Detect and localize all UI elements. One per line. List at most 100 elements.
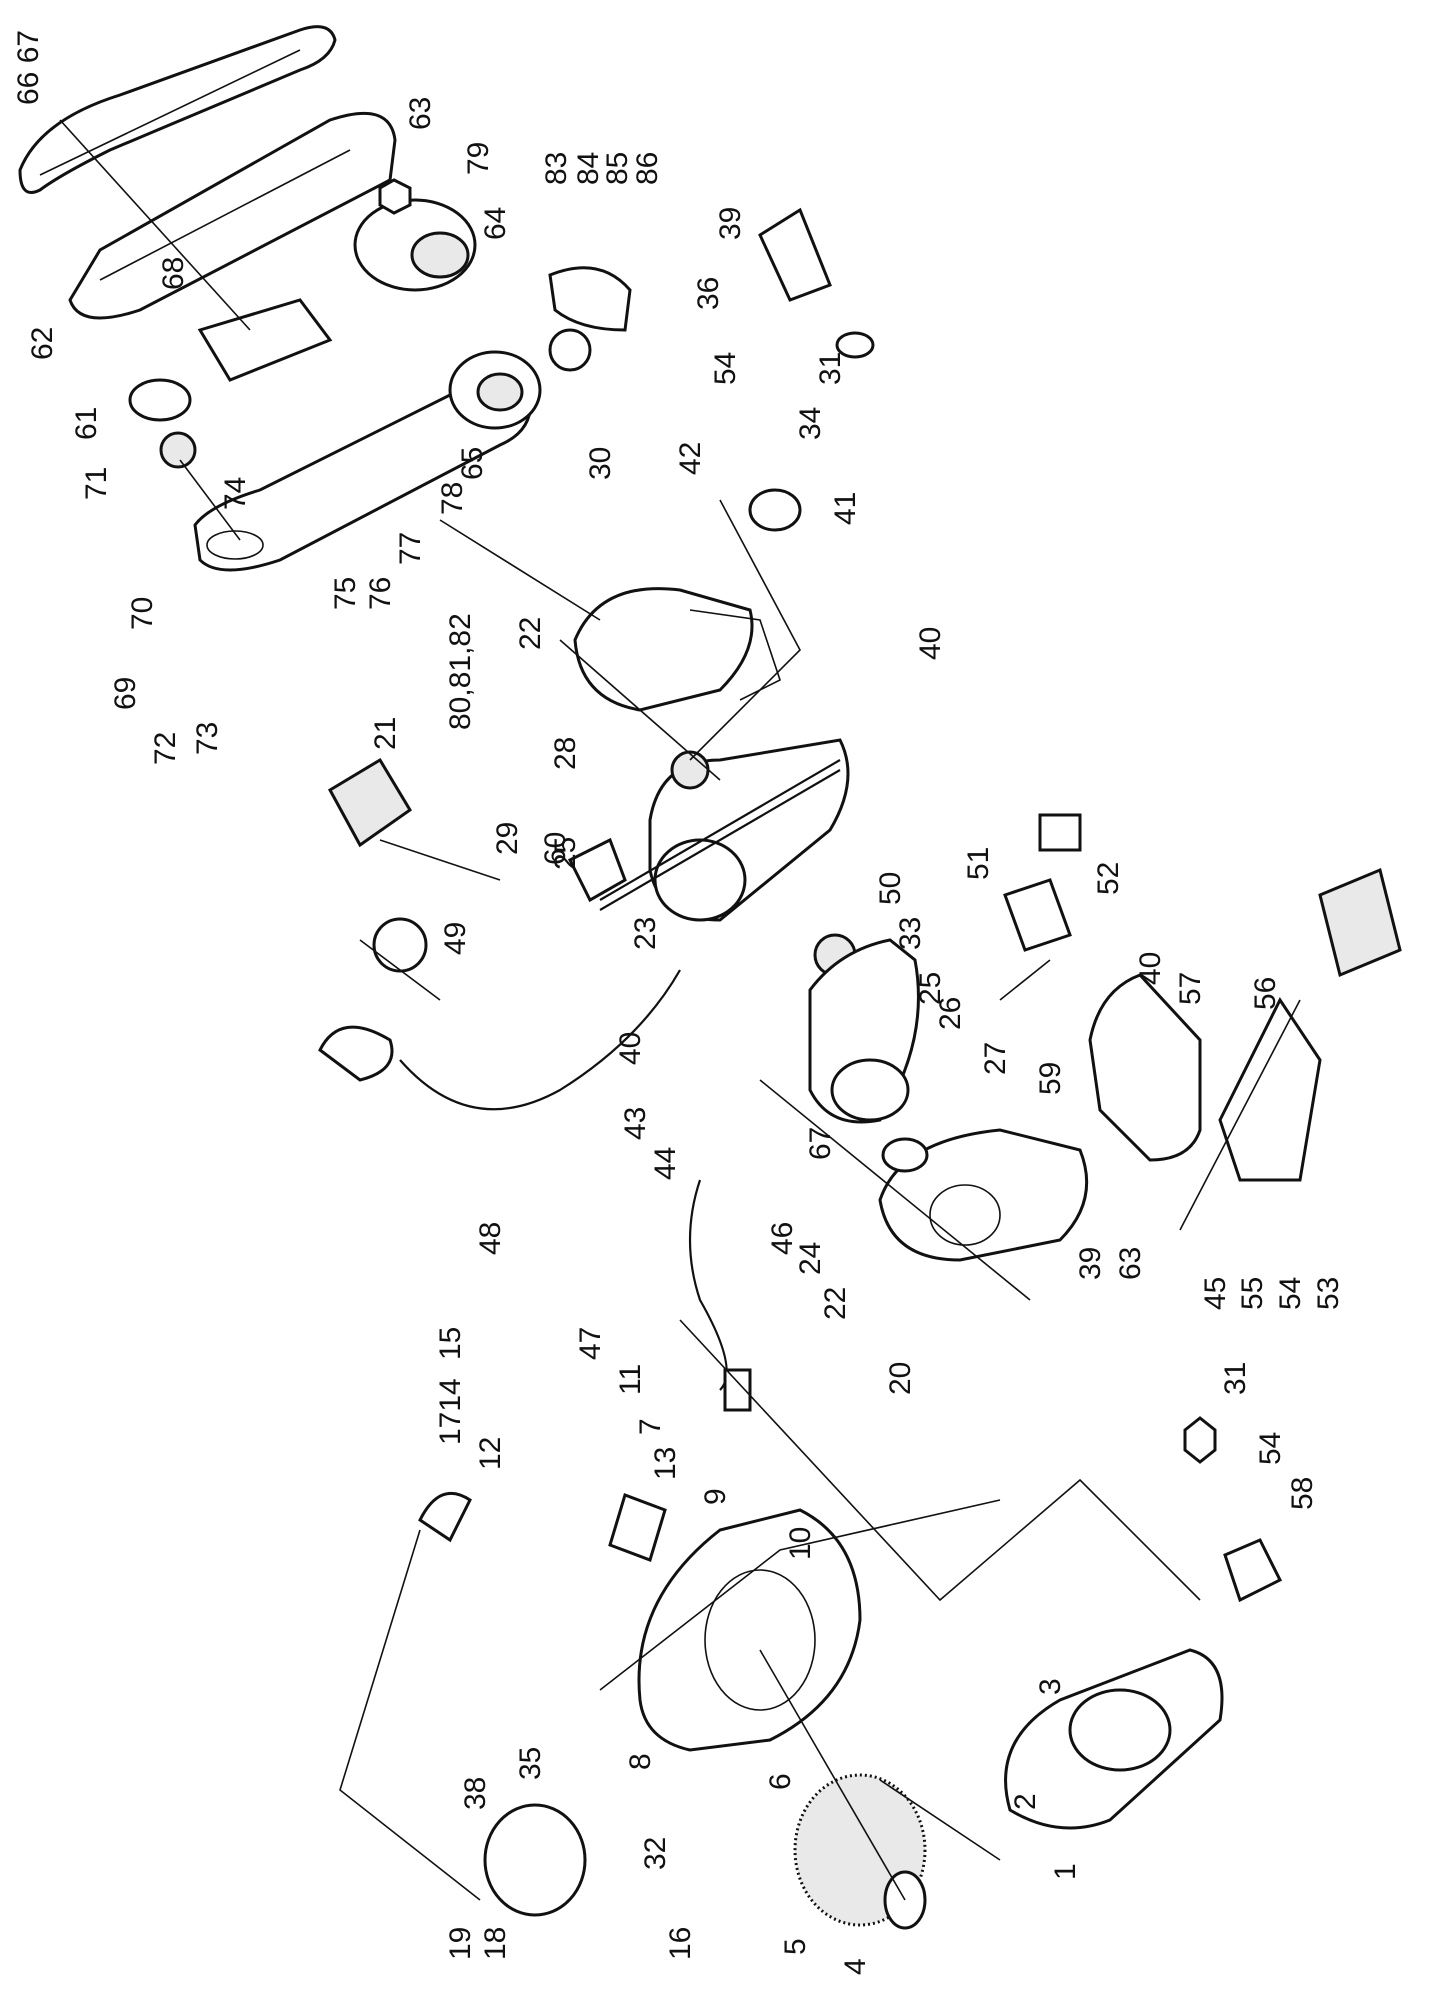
label-25a: 25	[549, 837, 582, 870]
label-84: 84	[572, 152, 605, 185]
label-13: 13	[649, 1447, 682, 1480]
label-3: 3	[1034, 1678, 1067, 1695]
label-53: 53	[1312, 1277, 1345, 1310]
knob-31	[835, 331, 875, 359]
capacitor-41	[748, 488, 802, 532]
bearing-25-rear	[670, 750, 710, 790]
label-63b: 63	[1114, 1247, 1147, 1280]
label-34: 34	[794, 407, 827, 440]
label-22a: 22	[514, 617, 547, 650]
label-85: 85	[601, 152, 634, 185]
nut-79	[378, 178, 412, 215]
label-59: 59	[1034, 1062, 1067, 1095]
belt-62	[68, 111, 397, 320]
label-808182: 80,81,82	[444, 613, 477, 730]
label-15: 15	[434, 1327, 467, 1360]
label-46: 46	[766, 1222, 799, 1255]
label-63: 63	[404, 97, 437, 130]
label-77: 77	[394, 532, 427, 565]
label-5: 5	[779, 1938, 812, 1955]
label-68: 68	[157, 257, 190, 290]
label-20: 20	[884, 1362, 917, 1395]
label-79: 79	[462, 142, 495, 175]
label-78: 78	[436, 482, 469, 515]
label-28: 28	[549, 737, 582, 770]
label-75: 75	[329, 577, 362, 610]
label-44: 44	[649, 1147, 682, 1180]
end-cover-22-rear	[573, 587, 754, 712]
label-57: 57	[1174, 972, 1207, 1005]
label-40b: 40	[614, 1032, 647, 1065]
bracket-36	[758, 207, 832, 302]
wheel-guard-8	[637, 1508, 862, 1752]
pad-56	[1318, 867, 1402, 978]
label-69: 69	[109, 677, 142, 710]
label-35: 35	[514, 1747, 547, 1780]
label-8: 8	[624, 1753, 657, 1770]
base-tray-57	[1088, 973, 1202, 1162]
power-cord-47	[688, 1179, 728, 1391]
label-64: 64	[479, 207, 512, 240]
label-73: 73	[191, 722, 224, 755]
label-76: 76	[364, 577, 397, 610]
label-32: 32	[639, 1837, 672, 1870]
eye-shield-35	[483, 1803, 587, 1917]
label-55: 55	[1236, 1277, 1269, 1310]
label-41: 41	[829, 492, 862, 525]
label-27: 27	[979, 1042, 1012, 1075]
label-74: 74	[219, 477, 252, 510]
label-71: 71	[80, 467, 113, 500]
label-62: 62	[26, 327, 59, 360]
label-40a: 40	[914, 627, 947, 660]
bearing-71	[159, 431, 197, 469]
clamp-83	[548, 266, 632, 332]
guard-68	[197, 298, 333, 382]
part-labels: 63 66 67 62 68 61 71 74 70 69 72 73 75 7…	[12, 30, 1345, 1975]
plug	[723, 1368, 752, 1412]
label-2: 2	[1009, 1793, 1042, 1810]
label-60: 60	[539, 832, 572, 865]
label-6667: 66 67	[12, 30, 45, 105]
label-24: 24	[794, 1242, 827, 1275]
label-43: 43	[619, 1107, 652, 1140]
label-31a: 31	[814, 352, 847, 385]
label-18: 18	[479, 1927, 512, 1960]
tool-rest-58	[1223, 1538, 1283, 1603]
label-1: 1	[1049, 1863, 1082, 1880]
lamp-49	[372, 917, 428, 973]
label-86: 86	[631, 152, 664, 185]
label-56: 56	[1249, 977, 1282, 1010]
label-39b: 39	[1074, 1247, 1107, 1280]
assembly-lines	[59, 119, 1301, 1901]
label-67: 67	[804, 1127, 837, 1160]
base-45	[1218, 997, 1322, 1182]
knob-31b	[1183, 1416, 1217, 1464]
bracket-12	[418, 1491, 472, 1543]
label-51: 51	[962, 847, 995, 880]
pad-21	[327, 757, 413, 848]
label-83: 83	[540, 152, 573, 185]
label-38: 38	[459, 1777, 492, 1810]
label-45: 45	[1199, 1277, 1232, 1310]
flex-lamp-48	[399, 969, 681, 1111]
label-47: 47	[574, 1327, 607, 1360]
label-70: 70	[126, 597, 159, 630]
label-61: 61	[70, 407, 103, 440]
label-25b: 25	[914, 972, 947, 1005]
label-49: 49	[439, 922, 472, 955]
label-26: 26	[934, 997, 967, 1030]
label-10: 10	[784, 1527, 817, 1560]
label-42: 42	[674, 442, 707, 475]
label-54b: 54	[1274, 1277, 1307, 1310]
label-16: 16	[664, 1927, 697, 1960]
label-58: 58	[1286, 1477, 1319, 1510]
label-33: 33	[894, 917, 927, 950]
label-11: 11	[614, 1364, 647, 1395]
label-9: 9	[699, 1488, 732, 1505]
plate-9	[608, 1493, 667, 1562]
label-54a: 54	[709, 352, 742, 385]
label-54c: 54	[1254, 1432, 1287, 1465]
roller-61	[128, 378, 192, 422]
